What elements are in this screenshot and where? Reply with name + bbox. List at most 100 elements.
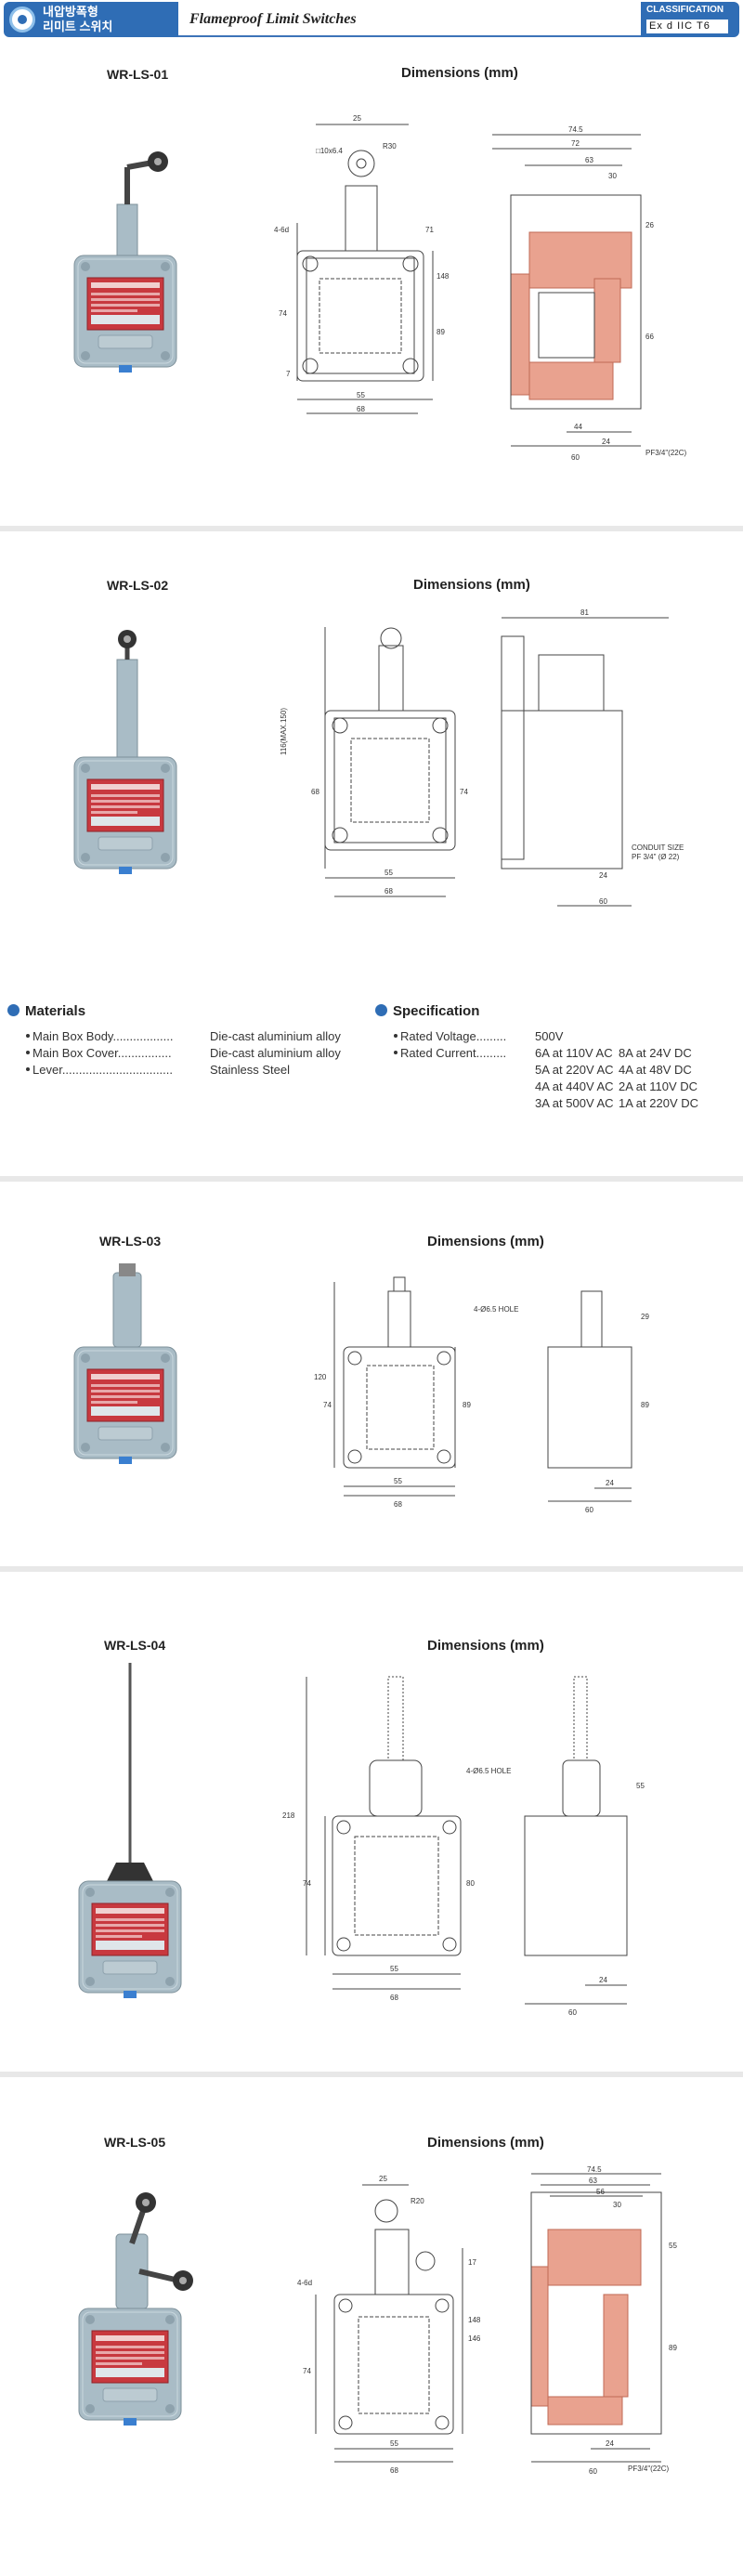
dim-label: 4-Ø6.5 HOLE <box>474 1305 518 1314</box>
dim-label: 55 <box>636 1782 645 1790</box>
dimension-drawing: 25 R30 4-6d □10x6.4 74 148 89 71 55 68 7… <box>274 114 687 462</box>
material-row: Main Box Body..................Die-cast … <box>26 1029 341 1043</box>
dim-label: 55 <box>394 1477 402 1485</box>
dim-label: 74 <box>279 309 287 318</box>
dimension-drawing: 25 R20 4-6d 74 148 146 55 68 17 74.5 63 … <box>297 2165 677 2476</box>
bullet-icon <box>7 1004 20 1016</box>
dim-label: 81 <box>580 608 589 617</box>
dim-label: 80 <box>466 1879 475 1888</box>
model-name: WR-LS-02 <box>107 578 169 593</box>
dim-label: 25 <box>379 2175 387 2183</box>
dim-label: 55 <box>357 391 365 399</box>
dimension-drawing: 4-Ø6.5 HOLE 120 74 89 55 68 29 24 60 89 <box>314 1276 649 1514</box>
dim-label: 68 <box>390 2466 398 2475</box>
dim-label: CONDUIT SIZE <box>632 843 684 852</box>
dim-label: 4-6d <box>274 226 289 234</box>
korean-title-line2: 리미트 스위치 <box>43 20 113 33</box>
product-photo <box>73 1263 177 1465</box>
dim-label: 74 <box>303 1879 311 1888</box>
dim-label: 66 <box>645 333 654 341</box>
dimensions-title: Dimensions (mm) <box>427 1638 544 1654</box>
dim-label: 17 <box>468 2258 476 2267</box>
dim-label: 68 <box>390 1994 398 2002</box>
model-name: WR-LS-01 <box>107 67 169 82</box>
dim-label: 55 <box>390 1965 398 1973</box>
dim-label: 60 <box>571 453 580 462</box>
category-banner: 내압방폭형 리미트 스위치 <box>4 2 178 37</box>
dim-label: 68 <box>311 788 319 796</box>
dim-label: 4-6d <box>297 2279 312 2287</box>
dim-label: 44 <box>574 423 582 431</box>
dim-label: 25 <box>353 114 361 123</box>
dim-label: 55 <box>385 869 393 877</box>
dim-label: 218 <box>282 1811 295 1820</box>
dim-label: 71 <box>425 226 434 234</box>
section-divider <box>0 526 743 531</box>
product-photo <box>73 151 177 373</box>
page-title: Flameproof Limit Switches <box>189 11 357 27</box>
dim-label: 24 <box>606 1479 614 1487</box>
dim-label: 56 <box>596 2188 605 2196</box>
dim-label: 89 <box>641 1401 649 1409</box>
dim-label: 30 <box>608 172 617 180</box>
bullet-icon <box>375 1004 387 1016</box>
dim-label: 68 <box>394 1500 402 1509</box>
model-name: WR-LS-04 <box>104 1638 166 1653</box>
material-row: Main Box Cover................Die-cast a… <box>26 1046 341 1060</box>
product-photo <box>73 630 177 875</box>
dim-label: 116(MAX.150) <box>280 708 288 755</box>
page-header: 내압방폭형 리미트 스위치 Flameproof Limit Switches … <box>0 0 743 41</box>
dim-label: 74.5 <box>587 2165 602 2174</box>
brand-badge-icon <box>9 7 35 33</box>
dim-label: 68 <box>385 887 393 896</box>
dim-label: PF3/4"(22C) <box>628 2465 670 2473</box>
dimensions-title: Dimensions (mm) <box>427 1234 544 1249</box>
dim-label: 89 <box>669 2344 677 2352</box>
dimensions-title: Dimensions (mm) <box>401 65 518 81</box>
dim-label: 7 <box>286 370 291 378</box>
classification-box: CLASSIFICATION Ex d IIC T6 <box>641 2 739 37</box>
dim-label: PF 3/4" (Ø 22) <box>632 853 680 861</box>
dim-label: 146 <box>468 2334 481 2343</box>
classification-value: Ex d IIC T6 <box>646 20 728 33</box>
dim-label: 60 <box>568 2008 577 2017</box>
section-divider <box>0 1176 743 1182</box>
specification-heading: Specification <box>375 1003 479 1019</box>
dim-label: 4-Ø6.5 HOLE <box>466 1767 511 1775</box>
dim-label: 89 <box>463 1401 471 1409</box>
korean-title-line1: 내압방폭형 <box>43 5 98 19</box>
dim-label: 148 <box>468 2316 481 2324</box>
dim-label: PF3/4"(22C) <box>645 449 687 457</box>
dim-label: 89 <box>437 328 445 336</box>
dimension-drawing: 4-Ø6.5 HOLE 218 74 80 55 68 55 24 60 <box>282 1676 645 2017</box>
dim-label: 60 <box>599 897 607 906</box>
model-name: WR-LS-05 <box>104 2135 166 2150</box>
header-divider <box>178 35 643 37</box>
section-divider <box>0 1566 743 1572</box>
dim-label: 29 <box>641 1313 649 1321</box>
dim-label: 148 <box>437 272 450 281</box>
materials-heading: Materials <box>7 1003 85 1019</box>
specification-heading-label: Specification <box>393 1003 480 1019</box>
spec-row: Rated Voltage.........500V <box>394 1029 563 1043</box>
product-photo <box>78 2192 193 2426</box>
dim-label: 24 <box>599 1976 607 1984</box>
dim-label: 24 <box>599 871 607 880</box>
dim-label: 24 <box>606 2439 614 2448</box>
dim-label: 24 <box>602 438 610 446</box>
dim-label: 74 <box>323 1401 332 1409</box>
material-row: Lever.................................St… <box>26 1063 290 1077</box>
model-name: WR-LS-03 <box>99 1234 162 1249</box>
dim-label: 74.5 <box>568 125 583 134</box>
classification-label: CLASSIFICATION <box>646 5 724 15</box>
dim-label: 120 <box>314 1373 327 1381</box>
dim-label: 72 <box>571 139 580 148</box>
dim-label: R30 <box>383 142 397 150</box>
dim-label: 30 <box>613 2201 621 2209</box>
section-divider <box>0 2072 743 2077</box>
dim-label: 60 <box>589 2467 597 2476</box>
